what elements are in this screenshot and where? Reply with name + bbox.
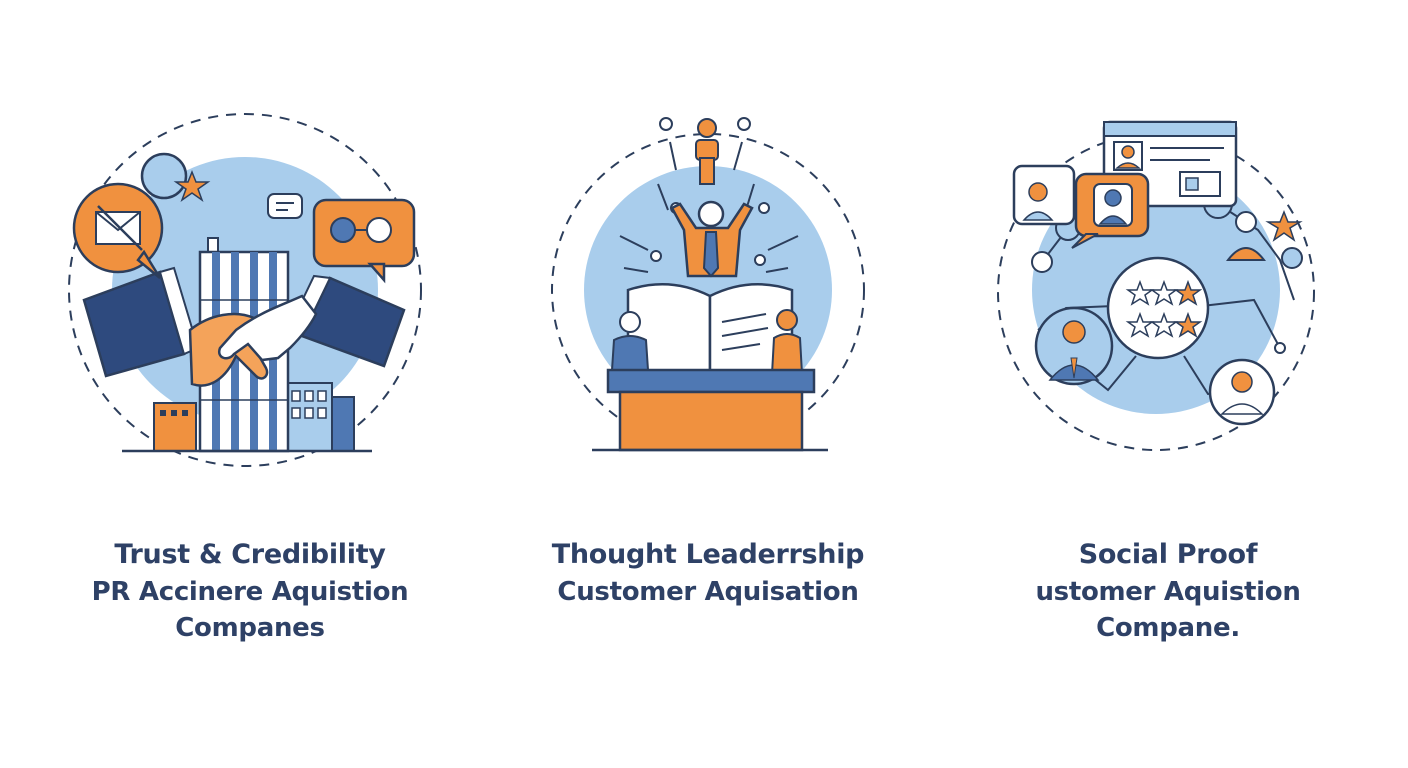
panel-title: Social Proof: [1078, 539, 1258, 570]
panel-subtitle-line-2: Companes: [175, 613, 325, 643]
panel-subtitle-line-1: Customer Aquisation: [557, 577, 859, 607]
panel-thought-leadership: Thought Leaderrship Customer Aquisation: [498, 0, 918, 768]
panel-title: Trust & Credibility: [114, 539, 386, 570]
handshake-buildings-icon: [68, 113, 422, 467]
star-rating-network-icon: [997, 120, 1315, 451]
caption: Trust & Credibility PR Accinere Aquistio…: [40, 536, 460, 646]
caption: Thought Leaderrship Customer Aquisation: [498, 536, 918, 610]
panel-social-proof: Social Proof ustomer Aquistion Compane.: [958, 0, 1378, 768]
panel-trust-credibility: Trust & Credibility PR Accinere Aquistio…: [40, 0, 460, 768]
caption: Social Proof ustomer Aquistion Compane.: [958, 536, 1378, 646]
panel-title: Thought Leaderrship: [551, 539, 865, 570]
panel-subtitle-line-2: Compane.: [1096, 613, 1240, 643]
panel-subtitle-line-1: PR Accinere Aquistion: [91, 577, 409, 607]
open-book-leader-icon: [551, 117, 865, 452]
panel-subtitle-line-1: ustomer Aquistion: [1035, 577, 1301, 607]
